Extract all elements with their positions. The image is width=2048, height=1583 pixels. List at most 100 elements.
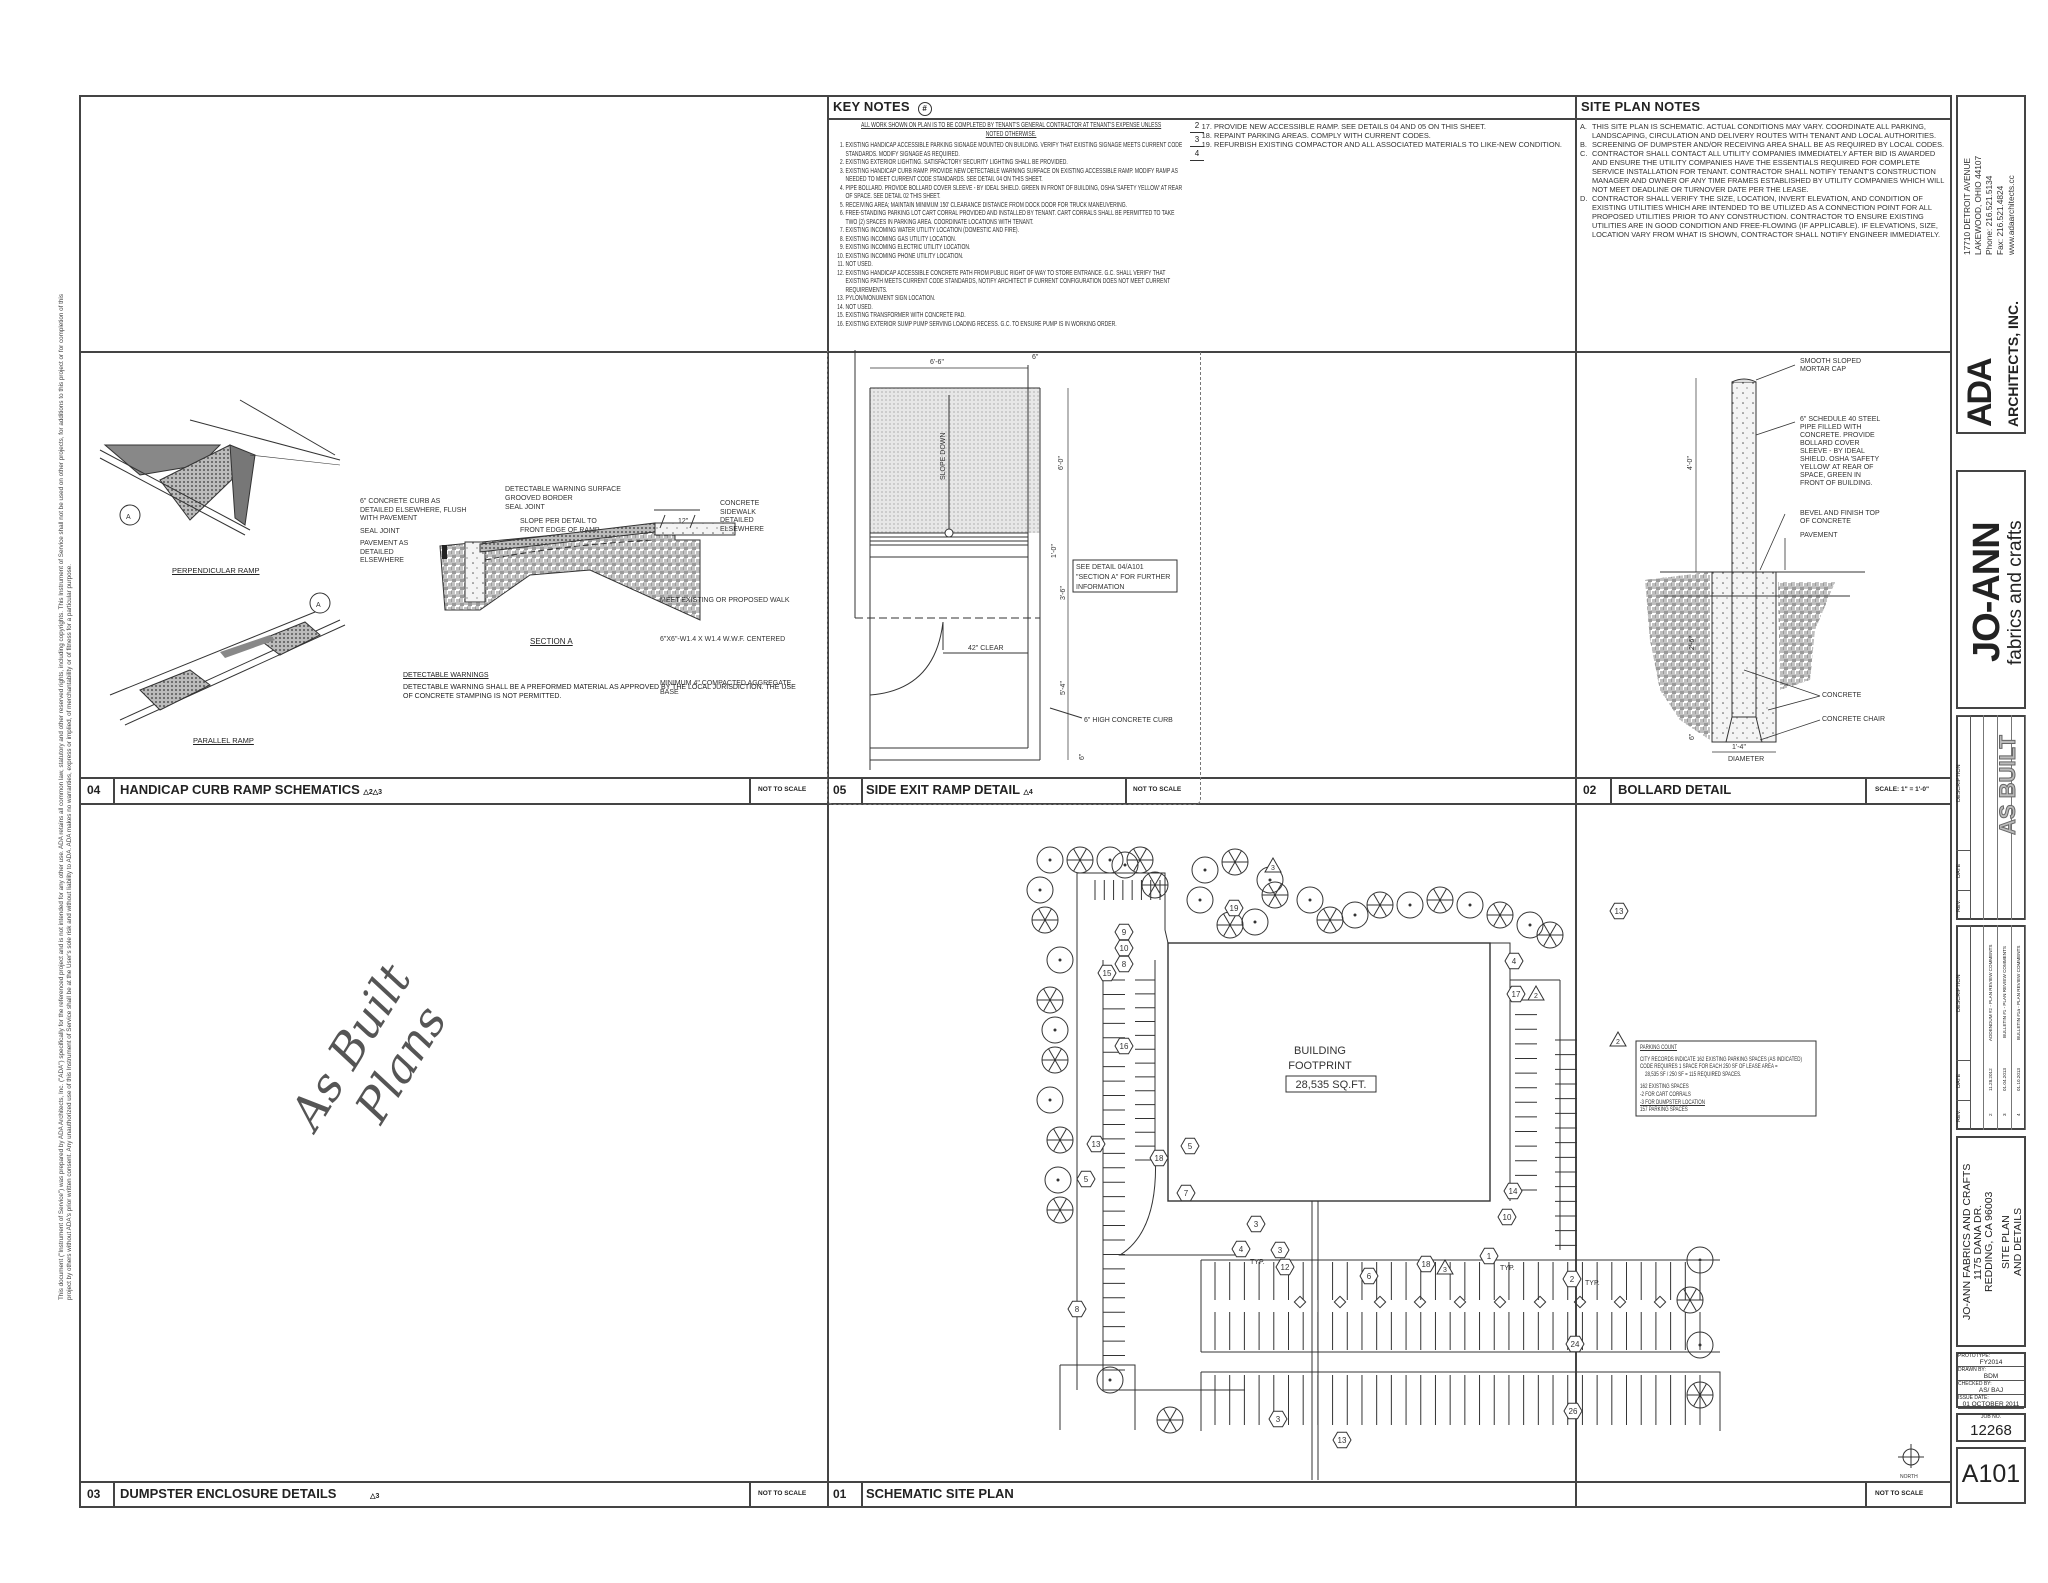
- divider: [861, 1481, 863, 1507]
- callout-line: SIDEWALK: [720, 508, 756, 516]
- site-plan-note-text: CONTRACTOR SHALL VERIFY THE SIZE, LOCATI…: [1592, 194, 1941, 239]
- job-number-label: JOB NO.: [1980, 1414, 2001, 1420]
- revision-row: [1970, 715, 1984, 920]
- address-line: Fax: 216.521.4824: [1995, 185, 2005, 255]
- callout-line: MINIMUM 4" COMPACTED AGGREGATE: [660, 680, 792, 687]
- key-note-marker-label: 13: [1092, 1140, 1101, 1149]
- site-plan-note-item: A.THIS SITE PLAN IS SCHEMATIC. ACTUAL CO…: [1580, 122, 1945, 140]
- dim-width: 6'-6": [930, 359, 944, 366]
- callout-line: WITH PAVEMENT: [360, 515, 418, 522]
- key-note-marker-label: 3: [1254, 1220, 1259, 1229]
- job-number: 12268: [1970, 1422, 2012, 1439]
- revision-date: 01.04.2013: [2002, 1068, 2007, 1092]
- site-plan-notes-title: SITE PLAN NOTES: [1581, 99, 1701, 114]
- revision-triangle: △3: [370, 1493, 380, 1500]
- site-plan-note-item: B.SCREENING OF DUMPSTER AND/OR RECEIVING…: [1580, 140, 1945, 149]
- key-note-item: PYLON/MONUMENT SIGN LOCATION.: [846, 293, 1187, 303]
- callout-line: OF CONCRETE: [1800, 518, 1851, 525]
- divider: [1865, 1481, 1867, 1507]
- revision-header-cell: REV.: [1956, 1100, 1970, 1130]
- revision-row: [2012, 925, 2026, 1130]
- key-note-marker-label: 15: [1103, 969, 1112, 978]
- sheet-number-box: [1956, 1447, 2026, 1504]
- key-note-marker-label: 13: [1615, 907, 1624, 916]
- bollard-drawing: 4'-0" 2'-6" 6" 1'-4" DIAMETER: [1645, 364, 1865, 763]
- key-note-item: EXISTING TRANSFORMER WITH CONCRETE PAD.: [846, 310, 1187, 320]
- section-marker-a: A: [316, 602, 321, 609]
- revision-header-cell: REV.: [1956, 890, 1970, 920]
- callout-line: DETAILED: [720, 517, 754, 524]
- callout-line: ELSEWHERE: [360, 557, 404, 564]
- perpendicular-ramp-drawing: A: [99, 399, 341, 536]
- sheet-title-line: AND DETAILS: [2012, 1207, 2024, 1277]
- slope-down-label: SLOPE DOWN: [940, 433, 947, 480]
- divider: [749, 1481, 751, 1507]
- divider: [79, 1481, 1952, 1483]
- revision-row: [1970, 925, 1984, 1130]
- title-block-firm: [1956, 95, 2026, 434]
- parking-count-title: PARKING COUNT: [1640, 1044, 1678, 1051]
- section-a-callout: 6"x6"-W1.4 X W1.4 W.W.F. CENTERED: [660, 636, 786, 643]
- detail-title: BOLLARD DETAIL: [1618, 782, 1732, 797]
- detail-number: 01: [833, 1487, 847, 1501]
- parking-count-line: CODE REQUIRES 1 SPACE FOR EACH 250 SF OF…: [1640, 1063, 1778, 1071]
- tree-icon: [1686, 1331, 1714, 1359]
- typical-label: TYP.: [1500, 1265, 1515, 1272]
- detail-number: 04: [87, 783, 101, 797]
- callout-line: FRONT EDGE OF RAMP: [520, 526, 600, 534]
- revision-triangle: △2△3: [363, 789, 383, 796]
- section-a-callout: SEAL JOINT: [505, 504, 545, 511]
- key-note-marker: [1504, 952, 1524, 970]
- revision-cloud: [827, 351, 1201, 805]
- section-marker-a: A: [126, 514, 131, 521]
- revision-triangle: △4: [1023, 789, 1033, 796]
- site-plan-note-text: CONTRACTOR SHALL CONTACT ALL UTILITY COM…: [1592, 149, 1945, 194]
- revision-rev: 4: [2016, 1113, 2021, 1117]
- tree-icon: [1044, 1166, 1072, 1194]
- address-line: www.adaarchitects.cc: [2006, 175, 2016, 255]
- divider: [79, 351, 1952, 353]
- divider: [113, 1481, 115, 1507]
- key-note-marker: [1231, 1240, 1251, 1258]
- section-a-callout: SEAL JOINT: [360, 528, 400, 535]
- site-plan-note-item: D.CONTRACTOR SHALL VERIFY THE SIZE, LOCA…: [1580, 194, 1945, 239]
- revision-header-cell: DESCRIPTION: [1956, 715, 1970, 850]
- building-label: FOOTPRINT: [1288, 1060, 1352, 1072]
- callout-line: MORTAR CAP: [1800, 366, 1847, 373]
- key-notes-list-continued: PROVIDE NEW ACCESSIBLE RAMP. SEE DETAILS…: [1200, 122, 1570, 149]
- revision-header-label: REV.: [1956, 899, 1962, 912]
- info-row: DRAWN BY:BDM: [1958, 1367, 2024, 1381]
- key-note-marker: [1086, 1135, 1106, 1153]
- key-note-marker-label: 13: [1338, 1436, 1347, 1445]
- detectable-warnings-title: DETECTABLE WARNINGS: [403, 672, 489, 679]
- callout-line: SMOOTH SLOPED: [1800, 358, 1862, 365]
- detail-title: HANDICAP CURB RAMP SCHEMATICS △2△3: [120, 782, 383, 797]
- revision-triangle-label: 3: [1271, 865, 1275, 872]
- divider: [113, 777, 115, 803]
- key-note-marker: [1114, 1037, 1134, 1055]
- drawing-frame: [79, 95, 1952, 1508]
- key-note-marker: [1067, 1300, 1087, 1318]
- tree-icon: [1036, 846, 1064, 874]
- see-note-line: "SECTION A" FOR FURTHER: [1076, 574, 1170, 581]
- revision-header-label: REV.: [1956, 1109, 1962, 1122]
- key-note-marker-label: 8: [1075, 1305, 1080, 1314]
- sheet-number: A101: [1961, 1460, 2021, 1488]
- revision-triangle: 4: [1190, 147, 1204, 161]
- divider: [749, 777, 751, 803]
- parking-tally-line: 157 PARKING SPACES: [1640, 1106, 1688, 1114]
- as-built-stamp: AS BUILT: [1995, 735, 2021, 836]
- revision-triangle: [1264, 856, 1282, 873]
- info-value: AS/ BAJ: [1978, 1386, 2004, 1394]
- address-line: 17710 DETROIT AVENUE: [1962, 158, 1972, 255]
- callout-line: 6" SCHEDULE 40 STEEL: [1800, 416, 1881, 423]
- dim-lower: 5'-4": [1060, 681, 1067, 695]
- key-note-marker: [1176, 1184, 1196, 1202]
- parking-count-line: CITY RECORDS INDICATE 162 EXISTING PARKI…: [1640, 1055, 1803, 1063]
